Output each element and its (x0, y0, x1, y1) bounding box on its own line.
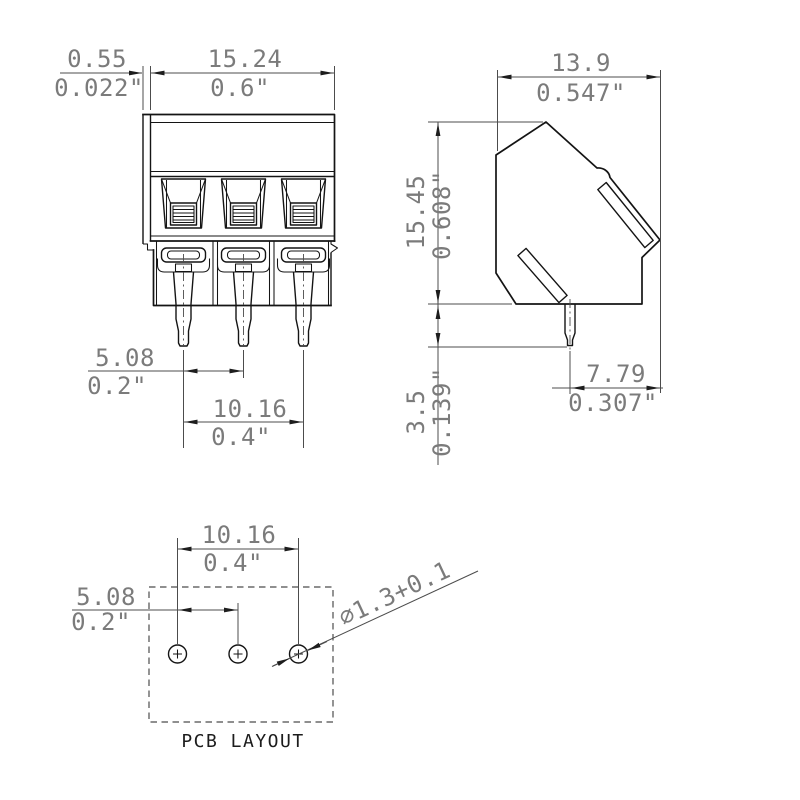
dim-front-width-mm: 15.24 (208, 45, 283, 73)
pcb-layout: 10.16 0.4" 5.08 0.2" ⌀1.3+0.1 PCB LAYOUT (71, 521, 479, 752)
front-screw-openings (160, 178, 327, 229)
dim-side-pin-len-in: 0.139" (428, 367, 456, 457)
pcb-hole (228, 644, 248, 664)
pcb-layout-label: PCB LAYOUT (181, 731, 304, 752)
screw-opening (160, 178, 207, 229)
dim-front-pitch-in: 0.2" (87, 372, 147, 400)
pcb-dimensions: 10.16 0.4" 5.08 0.2" ⌀1.3+0.1 (71, 521, 479, 667)
dim-pcb-hole-dia: ⌀1.3+0.1 (335, 556, 455, 632)
screw-opening (220, 178, 267, 229)
dim-front-wall-mm: 0.55 (67, 45, 127, 73)
dim-side-width-mm: 13.9 (551, 49, 611, 77)
front-pins (156, 247, 331, 348)
front-dimensions: 0.55 0.022" 15.24 0.6" 5.08 0.2" 10.16 0… (54, 45, 335, 451)
dim-front-span-mm: 10.16 (213, 395, 288, 423)
dim-side-pin-len-mm: 3.5 (402, 390, 430, 435)
wire-slot-upper (597, 181, 654, 249)
dim-pcb-pitch-in: 0.2" (71, 608, 131, 636)
dim-side-height-mm: 15.45 (402, 175, 430, 250)
side-body (495, 121, 661, 357)
wire-slot-lower (517, 247, 568, 304)
front-view: 0.55 0.022" 15.24 0.6" 5.08 0.2" 10.16 0… (54, 45, 339, 451)
dim-front-pitch-mm: 5.08 (95, 344, 155, 372)
side-view: 13.9 0.547" 15.45 0.608" 3.5 0.139" 7.79… (402, 49, 663, 465)
dim-side-pin-offset-mm: 7.79 (586, 360, 646, 388)
dim-pcb-span-in: 0.4" (203, 549, 263, 577)
dim-pcb-pitch-mm: 5.08 (76, 583, 136, 611)
pcb-outline (148, 586, 334, 723)
dim-side-width-in: 0.547" (536, 79, 626, 107)
screw-opening (280, 178, 327, 229)
dim-front-span-in: 0.4" (211, 423, 271, 451)
pcb-hole (167, 644, 188, 664)
dim-side-height-in: 0.608" (428, 170, 456, 260)
solder-pin (276, 247, 331, 348)
dim-front-wall-in: 0.022" (54, 74, 144, 102)
solder-pin (216, 247, 271, 348)
front-body (142, 113, 339, 307)
side-pin (564, 304, 576, 347)
hole-leader-line (272, 570, 479, 667)
side-dimensions: 13.9 0.547" 15.45 0.608" 3.5 0.139" 7.79… (402, 49, 663, 465)
dim-pcb-span-mm: 10.16 (202, 521, 277, 549)
dim-side-pin-offset-in: 0.307" (568, 389, 658, 417)
dim-front-width-in: 0.6" (210, 74, 270, 102)
solder-pin (156, 247, 211, 348)
